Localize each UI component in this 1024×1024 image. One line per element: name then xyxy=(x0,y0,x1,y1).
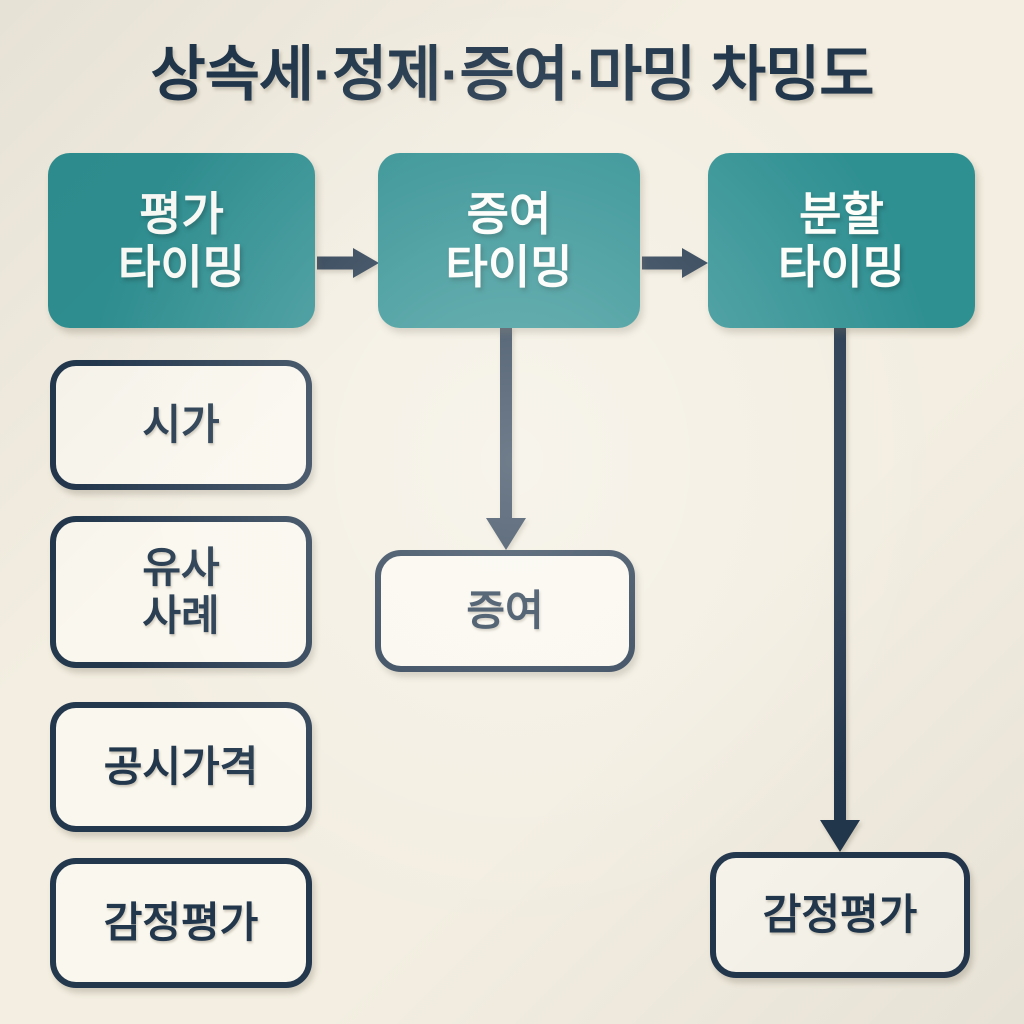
leaf-similar-cases[interactable]: 유사 사례 xyxy=(50,516,312,668)
stage-evaluation-timing[interactable]: 평가 타이밍 xyxy=(48,153,315,328)
stage-division-timing[interactable]: 분할 타이밍 xyxy=(708,153,975,328)
leaf-public-price[interactable]: 공시가격 xyxy=(50,702,312,832)
arrow-gift-to-division xyxy=(640,243,710,283)
arrow-division-timing-down xyxy=(812,326,868,858)
stage-gift-timing-label: 증여 타이밍 xyxy=(445,188,573,293)
leaf-appraisal-left-label: 감정평가 xyxy=(103,899,259,947)
leaf-market-price-label: 시가 xyxy=(142,401,220,449)
leaf-public-price-label: 공시가격 xyxy=(103,743,259,791)
leaf-gift[interactable]: 증여 xyxy=(375,550,635,672)
leaf-appraisal-left[interactable]: 감정평가 xyxy=(50,858,312,988)
stage-evaluation-timing-label: 평가 타이밍 xyxy=(118,188,245,293)
stage-gift-timing[interactable]: 증여 타이밍 xyxy=(378,153,640,328)
stage-division-timing-label: 분할 타이밍 xyxy=(778,188,905,293)
leaf-appraisal-right-label: 감정평가 xyxy=(762,891,918,939)
leaf-gift-label: 증여 xyxy=(466,587,544,635)
arrow-evaluation-to-gift xyxy=(315,243,381,283)
leaf-appraisal-right[interactable]: 감정평가 xyxy=(710,852,970,978)
arrow-gift-timing-down xyxy=(478,326,534,556)
leaf-market-price[interactable]: 시가 xyxy=(50,360,312,490)
leaf-similar-cases-label: 유사 사례 xyxy=(142,544,220,639)
page-title: 상속세·정제·증여·마밍 차밍도 xyxy=(150,41,874,108)
